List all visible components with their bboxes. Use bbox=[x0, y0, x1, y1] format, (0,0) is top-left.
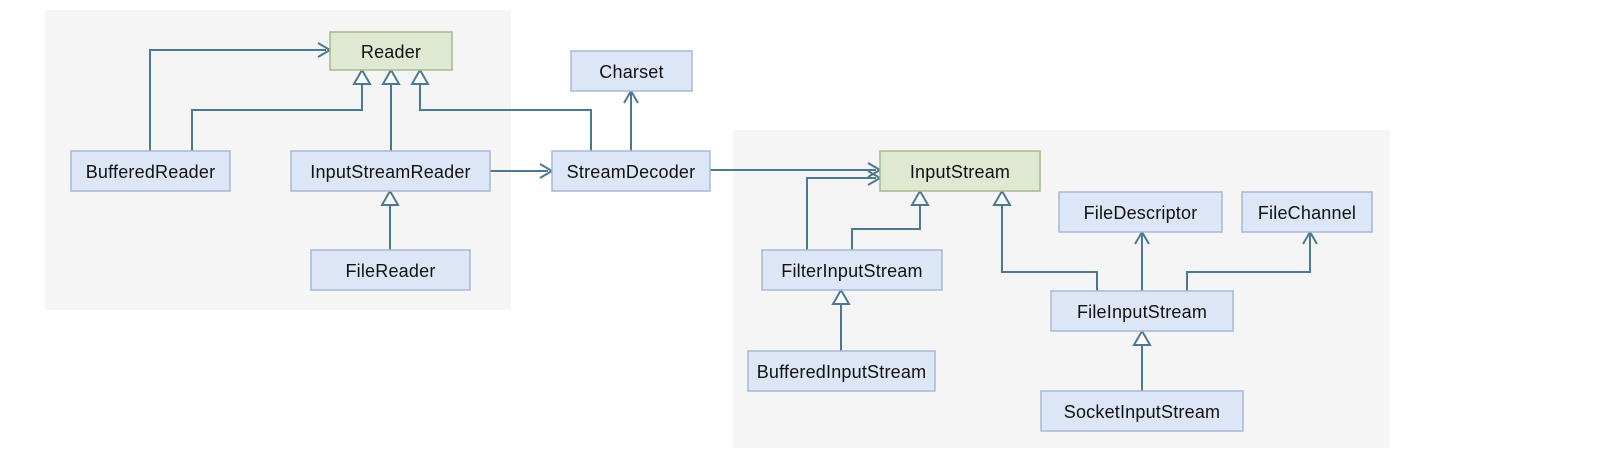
class-box[interactable] bbox=[310, 249, 471, 291]
class-box[interactable] bbox=[761, 249, 943, 291]
inheritance-triangle-icon bbox=[1132, 328, 1152, 346]
inheritance-triangle-icon bbox=[381, 67, 401, 85]
inheritance-triangle-icon bbox=[352, 67, 372, 85]
class-box[interactable] bbox=[1241, 191, 1373, 233]
class-label: FileInputStream bbox=[1077, 302, 1207, 322]
class-label: Charset bbox=[599, 62, 663, 82]
class-box[interactable] bbox=[551, 150, 711, 192]
class-node-file-descriptor[interactable]: FileDescriptor bbox=[1058, 191, 1223, 233]
class-node-stream-decoder[interactable]: StreamDecoder bbox=[551, 150, 711, 192]
class-label: BufferedInputStream bbox=[757, 362, 927, 382]
class-node-buffered-input-stream[interactable]: BufferedInputStream bbox=[747, 350, 936, 392]
class-box[interactable] bbox=[747, 350, 936, 392]
class-label: InputStreamReader bbox=[310, 162, 471, 182]
edge-line bbox=[1186, 234, 1311, 291]
class-node-socket-input-stream[interactable]: SocketInputStream bbox=[1040, 390, 1244, 432]
class-label: Reader bbox=[361, 42, 421, 62]
class-box[interactable] bbox=[570, 50, 693, 92]
edge-inputstreamreader-reader-generalization bbox=[381, 67, 401, 151]
class-node-file-input-stream[interactable]: FileInputStream bbox=[1050, 290, 1234, 332]
class-box[interactable] bbox=[290, 150, 491, 192]
class-label: StreamDecoder bbox=[567, 162, 696, 182]
edge-fileinputstream-inputstream-generalization bbox=[992, 188, 1098, 291]
inheritance-triangle-icon bbox=[992, 188, 1012, 206]
edge-streamdecoder-charset-association bbox=[623, 89, 639, 151]
edge-filereader-inputstreamreader-generalization bbox=[380, 188, 400, 250]
class-node-charset[interactable]: Charset bbox=[570, 50, 693, 92]
edge-bufferedreader-reader-generalization bbox=[191, 67, 372, 151]
edge-bufferedinputstream-filterinputstream-generalization bbox=[831, 287, 851, 351]
class-label: InputStream bbox=[910, 162, 1010, 182]
edge-line bbox=[191, 84, 363, 151]
class-label: FilterInputStream bbox=[781, 261, 922, 281]
edge-filterinputstream-inputstream-generalization bbox=[851, 188, 930, 250]
class-box[interactable] bbox=[1058, 191, 1223, 233]
edge-line bbox=[851, 205, 921, 250]
edge-line bbox=[806, 177, 876, 250]
class-node-filter-input-stream[interactable]: FilterInputStream bbox=[761, 249, 943, 291]
class-label: FileChannel bbox=[1258, 203, 1356, 223]
class-node-file-channel[interactable]: FileChannel bbox=[1241, 191, 1373, 233]
inheritance-triangle-icon bbox=[380, 188, 400, 206]
class-node-buffered-reader[interactable]: BufferedReader bbox=[70, 150, 231, 192]
class-node-file-reader[interactable]: FileReader bbox=[310, 249, 471, 291]
edge-streamdecoder-reader-generalization bbox=[410, 67, 592, 151]
class-box[interactable] bbox=[1040, 390, 1244, 432]
class-node-reader[interactable]: Reader bbox=[329, 31, 453, 71]
class-box[interactable] bbox=[70, 150, 231, 192]
class-label: BufferedReader bbox=[86, 162, 216, 182]
edge-line bbox=[1001, 205, 1098, 291]
class-box[interactable] bbox=[1050, 290, 1234, 332]
inheritance-triangle-icon bbox=[831, 287, 851, 305]
edge-socketinputstream-fileinputstream-generalization bbox=[1132, 328, 1152, 391]
class-node-input-stream[interactable]: InputStream bbox=[879, 150, 1041, 192]
class-label: FileReader bbox=[345, 261, 435, 281]
inheritance-triangle-icon bbox=[410, 67, 430, 85]
edge-line bbox=[149, 49, 326, 151]
inheritance-triangle-icon bbox=[910, 188, 930, 206]
class-node-input-stream-reader[interactable]: InputStreamReader bbox=[290, 150, 491, 192]
class-label: SocketInputStream bbox=[1064, 402, 1220, 422]
class-box[interactable] bbox=[879, 150, 1041, 192]
class-label: FileDescriptor bbox=[1084, 203, 1198, 223]
edge-line bbox=[419, 84, 592, 151]
class-box[interactable] bbox=[329, 31, 453, 71]
